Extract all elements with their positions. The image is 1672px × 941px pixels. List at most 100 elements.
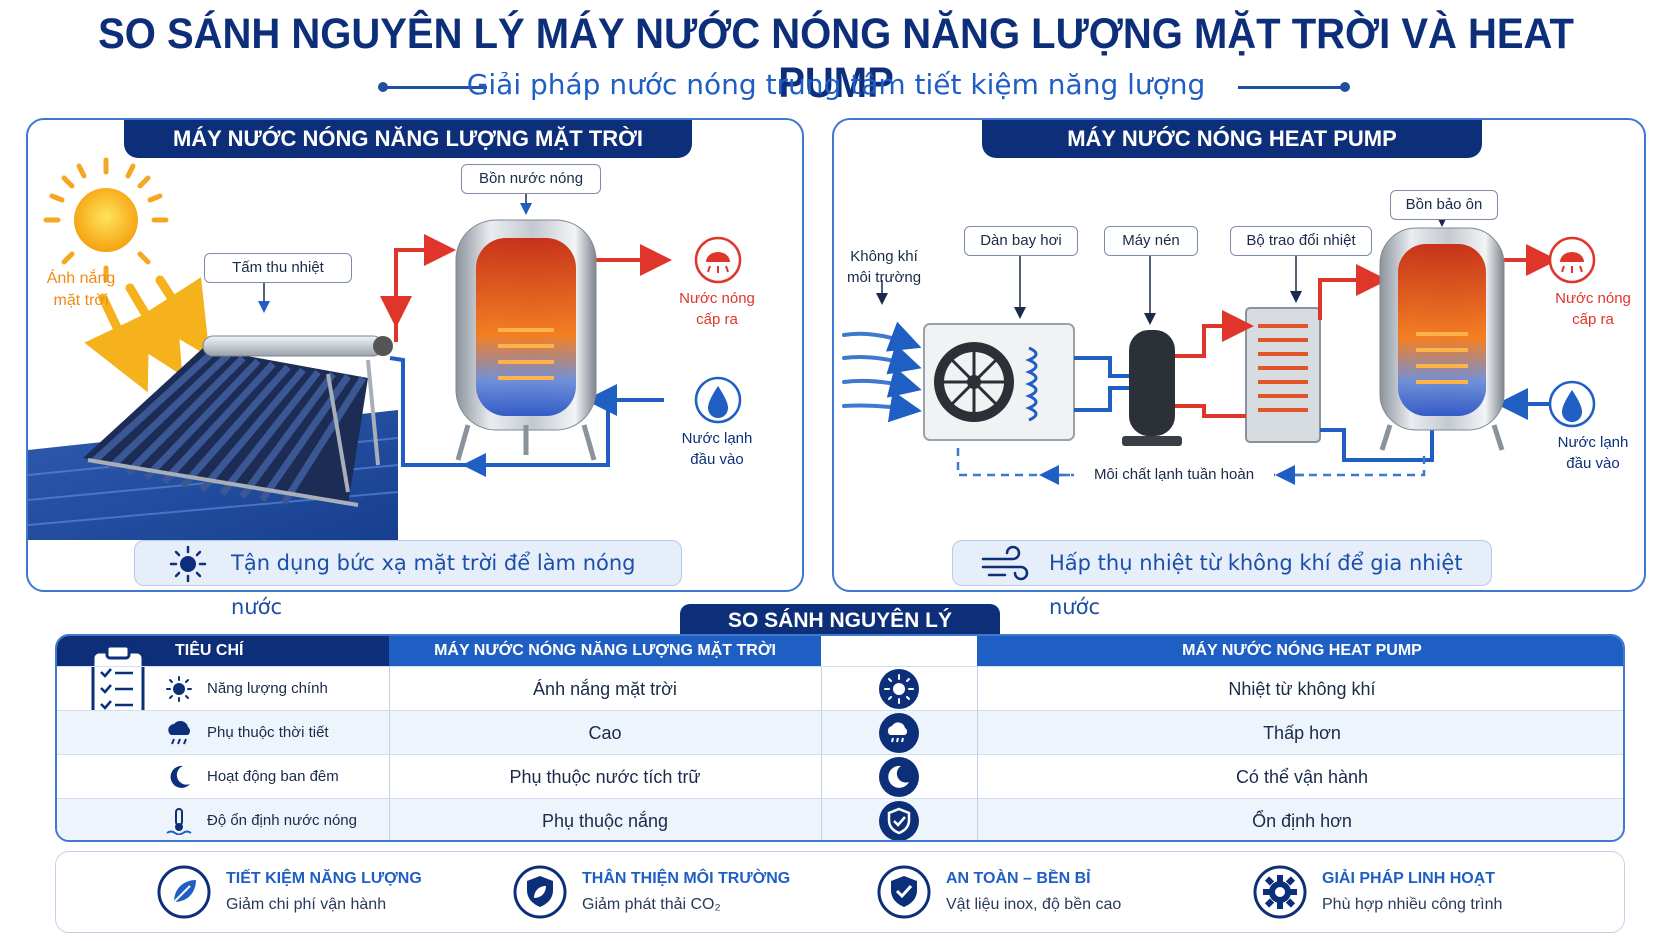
hot-out-label: Nước nóng cấp ra <box>668 288 766 330</box>
hot-pipe-to-tank <box>394 234 456 342</box>
gear-icon <box>1253 865 1307 919</box>
table-row: Năng lượng chính Ánh nắng mặt trời Nhiệt… <box>57 666 1623 710</box>
benefit-desc: Phù hợp nhiều công trình <box>1322 896 1503 913</box>
sunlight-rays <box>84 275 210 393</box>
hp-hot-out-label: Nước nóng cấp ra <box>1544 288 1642 330</box>
benefit-item: TIẾT KIỆM NĂNG LƯỢNG Giảm chi phí vận hà… <box>156 852 476 934</box>
moon-badge-icon <box>879 757 919 797</box>
solar-cell: Ánh nắng mặt trời <box>533 679 677 699</box>
heatpump-diagram <box>842 215 1596 485</box>
criteria-cell: Độ ổn định nước nóng <box>207 812 357 829</box>
criteria-cell: Phụ thuộc thời tiết <box>207 724 329 741</box>
heatpump-cell: Có thể vận hành <box>1235 767 1369 787</box>
solar-panel: MÁY NƯỚC NÓNG NĂNG LƯỢNG MẶT TRỜI <box>26 118 804 619</box>
hot-water-tank <box>455 219 597 461</box>
cold-return-pipe <box>389 356 610 467</box>
table-row: Phụ thuộc thời tiết Cao Thấp hơn <box>57 710 1623 754</box>
hp-cold-in-label-line1: Nước lạnh <box>1557 434 1629 451</box>
heat-exchanger <box>1245 307 1321 443</box>
cloud-rain-icon <box>168 720 190 745</box>
sunlight-label: Ánh nắng mặt trời <box>36 268 126 312</box>
heatpump-banner-text: Hấp thụ nhiệt từ không khí để gia nhiệt … <box>1049 551 1463 619</box>
air-flow-arrows <box>842 321 922 423</box>
sun-icon <box>166 676 192 702</box>
exchanger-callout: Bộ trao đổi nhiệt <box>1230 226 1372 256</box>
air-label: Không khí môi trường <box>838 246 930 288</box>
benefit-item: THÂN THIỆN MÔI TRƯỜNG Giảm phát thải CO₂ <box>512 852 842 934</box>
solar-panel-heading: MÁY NƯỚC NÓNG NĂNG LƯỢNG MẶT TRỜI <box>124 120 692 158</box>
cold-in-label-line2: đầu vào <box>690 451 744 468</box>
sun-badge-icon <box>879 669 919 709</box>
hot-out-label-line1: Nước nóng <box>679 290 755 307</box>
cold-in-label: Nước lạnh đầu vào <box>668 428 766 470</box>
shield-check-icon <box>877 865 931 919</box>
subtitle-line-left <box>382 86 487 89</box>
subtitle-line-right <box>1238 86 1346 89</box>
heatpump-cell: Nhiệt từ không khí <box>1228 679 1376 699</box>
hot-shower-icon <box>694 236 742 284</box>
heatpump-banner: Hấp thụ nhiệt từ không khí để gia nhiệt … <box>952 540 1492 619</box>
benefit-item: AN TOÀN – BỀN BỈ Vật liệu inox, độ bền c… <box>876 852 1196 934</box>
column-header-heatpump: MÁY NƯỚC NÓNG HEAT PUMP <box>977 636 1623 666</box>
benefit-title: TIẾT KIỆM NĂNG LƯỢNG <box>226 870 422 887</box>
column-divider <box>389 666 390 840</box>
subtitle-dot-right <box>1340 82 1350 92</box>
page-title: SO SÁNH NGUYÊN LÝ MÁY NƯỚC NÓNG NĂNG LƯỢ… <box>98 10 1574 107</box>
benefit-item: GIẢI PHÁP LINH HOẠT Phù hợp nhiều công t… <box>1252 852 1582 934</box>
leaf-icon <box>157 865 211 919</box>
benefit-title: GIẢI PHÁP LINH HOẠT <box>1322 870 1496 887</box>
hp-cold-in-label: Nước lạnh đầu vào <box>1544 432 1642 474</box>
heatpump-cell: Ổn định hơn <box>1252 811 1352 831</box>
benefit-desc: Giảm phát thải CO₂ <box>582 896 721 913</box>
heatpump-cell: Thấp hơn <box>1263 723 1341 743</box>
table-row: Hoạt động ban đêm Phụ thuộc nước tích tr… <box>57 754 1623 798</box>
shield-badge-icon <box>879 801 919 840</box>
hot-out-label-line2: cấp ra <box>696 311 738 328</box>
air-label-line2: môi trường <box>846 269 922 286</box>
cold-in-label-line1: Nước lạnh <box>681 430 753 447</box>
page-subtitle: Giải pháp nước nóng trung tâm tiết kiệm … <box>466 68 1206 101</box>
column-divider <box>977 666 978 840</box>
solar-banner: Tận dụng bức xạ mặt trời để làm nóng nướ… <box>134 540 682 619</box>
benefit-title: AN TOÀN – BỀN BỈ <box>946 870 1091 887</box>
insulated-tank <box>1379 227 1505 451</box>
column-header-solar: MÁY NƯỚC NÓNG NĂNG LƯỢNG MẶT TRỜI <box>389 636 821 666</box>
compressor <box>1122 330 1182 446</box>
solar-diagram <box>28 157 742 540</box>
heatpump-panel: MÁY NƯỚC NÓNG HEAT PUMP <box>832 118 1646 619</box>
solar-cell: Phụ thuộc nắng <box>541 811 669 831</box>
sun-outline-icon <box>169 545 207 583</box>
shield-leaf-icon <box>513 865 567 919</box>
table-row: Độ ổn định nước nóng Phụ thuộc nắng Ổn đ… <box>57 798 1623 840</box>
column-header-icons <box>821 636 977 666</box>
cold-water-drop-icon <box>694 376 742 424</box>
thermometer-water-icon <box>166 808 192 835</box>
air-label-line1: Không khí <box>850 248 918 265</box>
compressor-callout: Máy nén <box>1104 226 1198 256</box>
clipboard-checklist-icon <box>91 644 145 718</box>
sunlight-label-line2: mặt trời <box>53 292 109 309</box>
benefits-bar: TIẾT KIỆM NĂNG LƯỢNG Giảm chi phí vận hà… <box>55 851 1625 933</box>
tank-callout: Bồn nước nóng <box>461 164 601 194</box>
comparison-section-title: SO SÁNH NGUYÊN LÝ <box>680 604 1000 638</box>
subtitle-row: Giải pháp nước nóng trung tâm tiết kiệm … <box>0 64 1672 110</box>
benefit-desc: Giảm chi phí vận hành <box>226 896 387 913</box>
criteria-cell: Hoạt động ban đêm <box>207 768 339 785</box>
hp-cold-in-label-line2: đầu vào <box>1566 455 1620 472</box>
solar-collector <box>83 335 393 507</box>
heatpump-panel-heading: MÁY NƯỚC NÓNG HEAT PUMP <box>982 120 1482 158</box>
evaporator-unit <box>923 323 1075 441</box>
collector-callout: Tấm thu nhiệt <box>204 253 352 283</box>
column-divider <box>821 666 822 840</box>
benefit-desc: Vật liệu inox, độ bền cao <box>946 896 1122 913</box>
solar-cell: Cao <box>588 723 622 743</box>
refrigerant-label: Môi chất lạnh tuần hoàn <box>1074 464 1274 485</box>
hp-hot-out-label-line2: cấp ra <box>1572 311 1614 328</box>
hot-shower-icon <box>1548 236 1596 284</box>
moon-icon <box>170 765 190 788</box>
criteria-cell: Năng lượng chính <box>207 680 328 697</box>
evaporator-callout: Dàn bay hơi <box>964 226 1078 256</box>
wind-icon <box>981 545 1029 581</box>
cloud-rain-badge-icon <box>879 713 919 753</box>
solar-cell: Phụ thuộc nước tích trữ <box>509 767 701 787</box>
